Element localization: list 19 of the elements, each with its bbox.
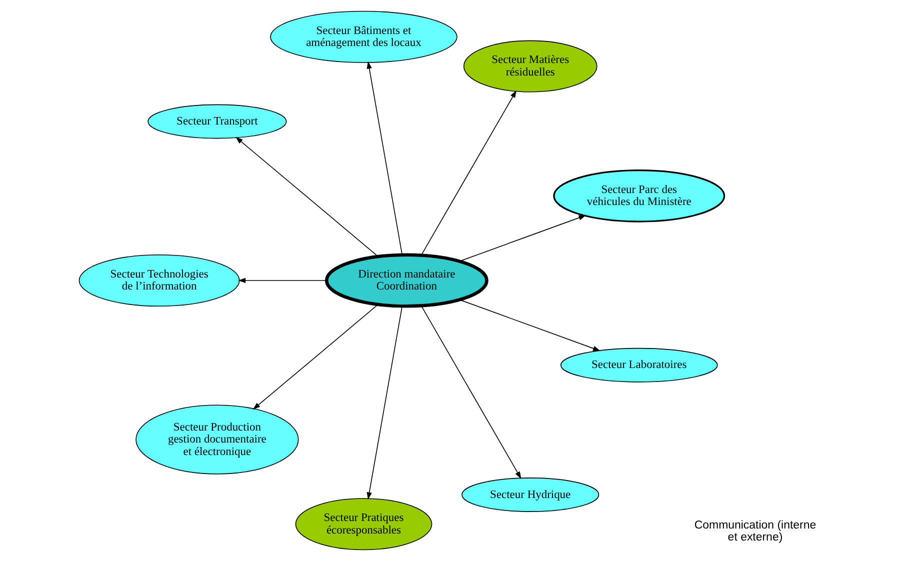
arrow <box>366 306 402 500</box>
arrow <box>458 299 600 352</box>
arrow <box>252 304 378 410</box>
arrow <box>235 136 378 257</box>
arrow <box>420 90 516 256</box>
node-ellipse: Secteur Production gestion documentaire et électronique <box>135 404 298 474</box>
arrow <box>420 305 521 479</box>
label: Communication (interne et externe) <box>694 519 816 544</box>
node-ellipse: Secteur Matières résiduelles <box>462 40 597 92</box>
node-ellipse: Secteur Hydrique <box>461 478 599 512</box>
node-ellipse: Secteur Technologies de l’information <box>78 254 240 307</box>
node-ellipse: Secteur Transport <box>147 104 286 139</box>
node-ellipse: Secteur Bâtiments et aménagement des locaux <box>270 10 457 63</box>
node-ellipse: Direction mandataire Coordination <box>324 253 488 308</box>
arrow <box>458 215 586 262</box>
arrow <box>366 61 402 256</box>
node-ellipse: Secteur Pratiques écoresponsables <box>294 498 432 550</box>
arrow <box>238 278 326 284</box>
node-ellipse: Secteur Laboratoires <box>560 348 718 382</box>
